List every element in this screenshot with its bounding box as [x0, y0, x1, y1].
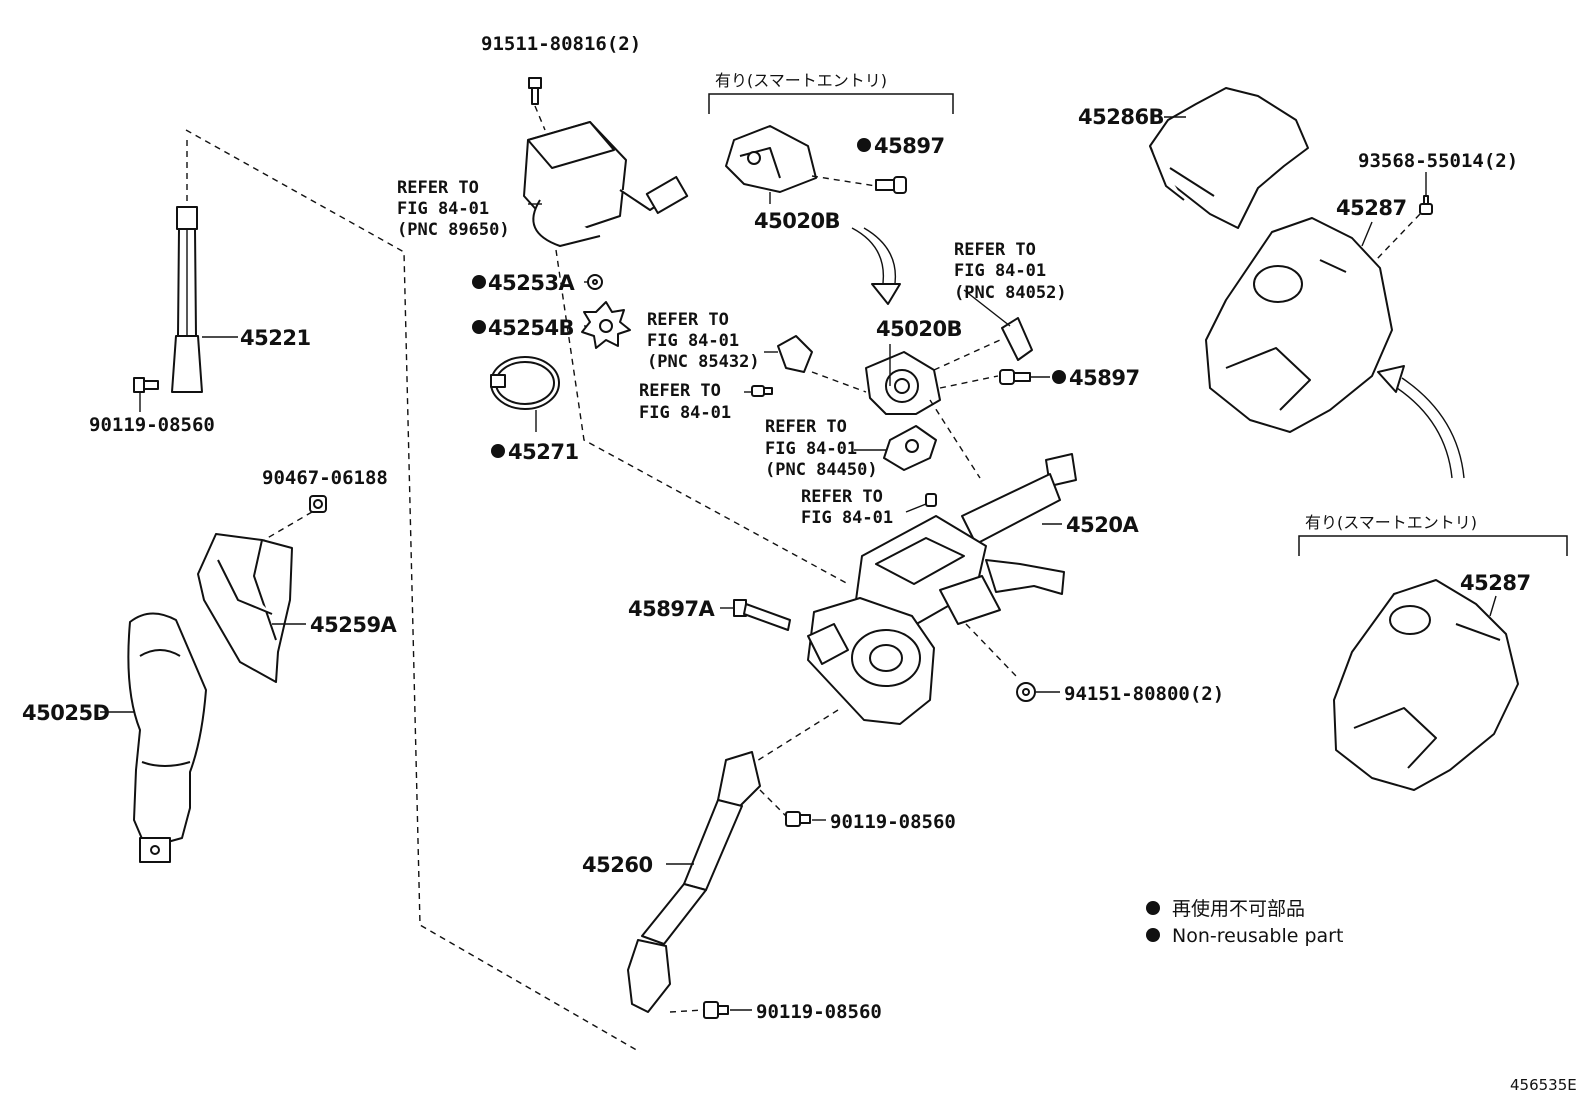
svg-text:(PNC 84450): (PNC 84450)	[765, 460, 878, 480]
svg-text:FIG 84-01: FIG 84-01	[647, 331, 739, 351]
refer-fig-1: REFER TO FIG 84-01	[639, 381, 731, 423]
group-boundary-dashed-line	[185, 129, 641, 1053]
part-label-91511: 91511-80816(2)	[481, 33, 641, 55]
arrow-down-icon	[851, 227, 901, 305]
part-label-45897A: 45897A	[628, 597, 716, 621]
non-reusable-dot-45271	[491, 444, 505, 458]
intermediate-shaft-45260	[627, 751, 761, 1013]
arrow-up-icon	[1377, 365, 1465, 479]
part-label-4520A: 4520A	[1066, 513, 1139, 537]
legend-dot-en	[1146, 928, 1160, 942]
refer-89650: REFER TO FIG 84-01 (PNC 89650)	[397, 178, 510, 240]
part-label-90119-mid: 90119-08560	[830, 811, 956, 833]
key-cylinder-45020B	[865, 351, 941, 415]
connector-84052	[1001, 317, 1033, 361]
upper-cover-45286B	[1149, 87, 1309, 229]
svg-text:FIG 84-01: FIG 84-01	[639, 403, 731, 423]
bolt-91511	[528, 77, 542, 105]
svg-text:FIG 84-01: FIG 84-01	[765, 439, 857, 459]
bolt-90119-bottom	[703, 1001, 729, 1019]
key-cylinder-45020B-smart	[725, 125, 817, 193]
screw-93568	[1419, 195, 1433, 215]
legend-text-en: Non-reusable part	[1172, 925, 1343, 947]
assembly-guide-line	[555, 249, 851, 586]
screw-refer-fig-1	[751, 385, 773, 397]
svg-text:REFER TO: REFER TO	[765, 417, 847, 437]
smart-entry-bracket-top	[708, 93, 954, 114]
bolt-90119-left	[133, 377, 159, 393]
svg-text:(PNC 84052): (PNC 84052)	[954, 283, 1067, 303]
ecu-motor-unit	[523, 121, 689, 247]
non-reusable-dot-45897-top	[857, 138, 871, 152]
screw-45897-mid	[999, 369, 1031, 385]
bolt-90119-mid	[785, 811, 811, 827]
part-label-45287-top: 45287	[1336, 196, 1407, 220]
part-label-93568: 93568-55014(2)	[1358, 150, 1518, 172]
non-reusable-dot-45897-mid	[1052, 370, 1066, 384]
part-label-45020B: 45020B	[876, 317, 962, 341]
lower-cover-45287-top	[1205, 217, 1393, 433]
part-label-45897-mid: 45897	[1069, 366, 1140, 390]
cover-45259A	[197, 533, 293, 683]
refer-84052: REFER TO FIG 84-01 (PNC 84052)	[954, 240, 1067, 303]
switch-84450	[883, 425, 937, 471]
svg-text:REFER TO: REFER TO	[397, 178, 479, 198]
variant-label-smart-entry-right: 有り(スマートエントリ)	[1305, 513, 1477, 532]
part-label-90467: 90467-06188	[262, 467, 388, 489]
part-label-45271: 45271	[508, 440, 579, 464]
refer-84450: REFER TO FIG 84-01 (PNC 84450)	[765, 417, 878, 480]
part-label-94151: 94151-80800(2)	[1064, 683, 1224, 705]
part-label-45286B: 45286B	[1078, 105, 1164, 129]
variant-label-smart-entry-top: 有り(スマートエントリ)	[715, 71, 887, 90]
screw-refer-fig-2	[925, 493, 937, 507]
svg-text:REFER TO: REFER TO	[801, 487, 883, 507]
svg-text:(PNC 85432): (PNC 85432)	[647, 352, 760, 372]
refer-85432: REFER TO FIG 84-01 (PNC 85432)	[647, 310, 760, 372]
part-label-45020B-smart: 45020B	[754, 209, 840, 233]
nut-94151	[1016, 682, 1036, 702]
clamp-ring-45271	[490, 356, 560, 410]
gear-45254B	[581, 301, 631, 349]
screw-45897-top	[875, 176, 907, 194]
part-label-45260: 45260	[582, 853, 653, 877]
boot-45025D	[127, 612, 207, 863]
lower-cover-45287-smart	[1333, 579, 1519, 791]
shaft-45221	[171, 206, 203, 393]
figure-code: 456535E	[1510, 1076, 1577, 1094]
non-reusable-dot-45253A	[472, 275, 486, 289]
refer-fig-2: REFER TO FIG 84-01	[801, 487, 893, 528]
legend-text-jp: 再使用不可部品	[1172, 898, 1305, 920]
steering-column-housing	[807, 597, 935, 725]
bolt-45897A	[733, 599, 791, 631]
part-label-45287-smart: 45287	[1460, 571, 1531, 595]
gear-45253A	[587, 274, 603, 290]
part-label-45259A: 45259A	[310, 613, 398, 637]
svg-text:REFER TO: REFER TO	[639, 381, 721, 401]
part-label-45221: 45221	[240, 326, 311, 350]
part-label-90119-left: 90119-08560	[89, 414, 215, 436]
svg-text:FIG 84-01: FIG 84-01	[801, 508, 893, 528]
legend-dot-jp	[1146, 901, 1160, 915]
clip-90467	[309, 495, 327, 513]
steering-column-4520A	[855, 453, 1077, 631]
svg-text:REFER TO: REFER TO	[954, 240, 1036, 260]
part-label-45253A: 45253A	[488, 271, 576, 295]
svg-text:REFER TO: REFER TO	[647, 310, 729, 330]
part-label-45897-top: 45897	[874, 134, 945, 158]
svg-text:FIG 84-01: FIG 84-01	[397, 199, 489, 219]
sensor-85432	[777, 335, 813, 373]
non-reusable-dot-45254B	[472, 320, 486, 334]
part-label-45025D: 45025D	[22, 701, 110, 725]
part-label-90119-bottom: 90119-08560	[756, 1001, 882, 1023]
part-label-45254B: 45254B	[488, 316, 574, 340]
svg-text:(PNC 89650): (PNC 89650)	[397, 220, 510, 240]
svg-text:FIG 84-01: FIG 84-01	[954, 261, 1046, 281]
smart-entry-bracket-right	[1298, 535, 1568, 556]
